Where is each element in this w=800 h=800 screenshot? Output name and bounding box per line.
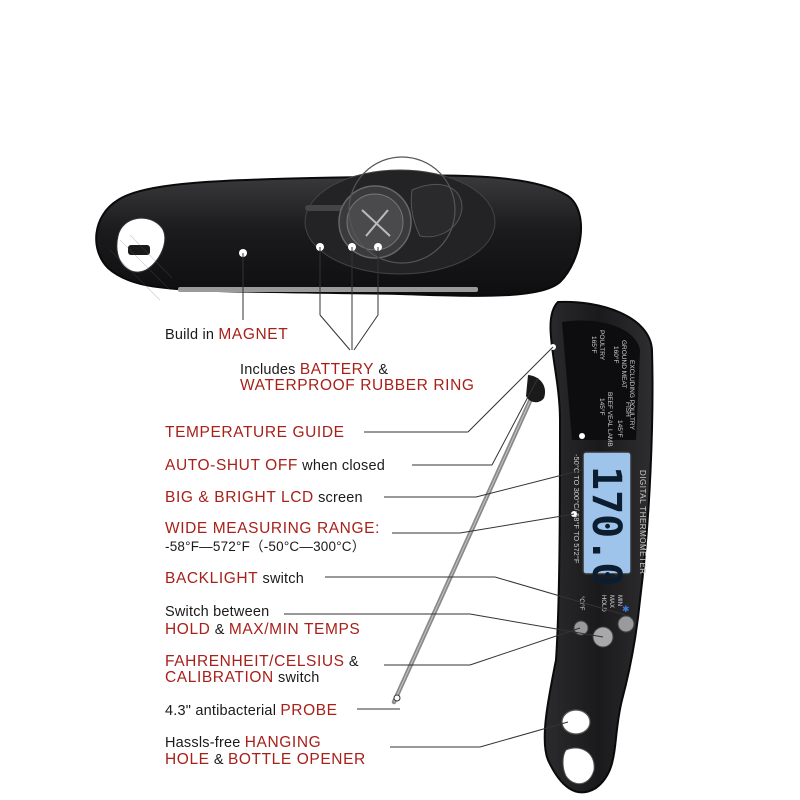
guide-temp: 160°F: [612, 346, 620, 363]
callout-lcd-highlight: BIG & BRIGHT LCD: [165, 489, 314, 506]
thermometer-front-view: 170.0 °F DIGITAL THERMOMETER -50°C TO 30…: [543, 300, 654, 794]
backlight-button[interactable]: [617, 615, 635, 633]
callout-calibration-highlight: CALIBRATION: [165, 669, 274, 686]
hanging-hole: [561, 709, 591, 735]
callout-backlight: BACKLIGHT switch: [165, 570, 304, 588]
callout-hole-line1: Hassls-free HANGING: [165, 734, 321, 752]
bottle-opener: [562, 747, 595, 785]
lcd-unit: °F: [603, 566, 616, 579]
callout-backlight-highlight: BACKLIGHT: [165, 570, 259, 587]
callout-temperature-guide-highlight: TEMPERATURE GUIDE: [165, 424, 345, 441]
guide-item: EXCLUDING POULTRY: [628, 360, 635, 430]
callout-battery-amp: &: [374, 362, 389, 378]
callout-rubber-ring: WATERPROOF RUBBER RING: [240, 377, 475, 395]
lcd-screen: [582, 451, 632, 575]
guide-temp: 165°F: [590, 336, 598, 353]
guide-item: BEEF VEAL LAMB: [606, 392, 613, 447]
callout-hold-amp: &: [210, 622, 229, 638]
callout-hold-text: Switch between: [165, 604, 270, 620]
callout-fc-highlight: FAHRENHEIT/CELSIUS: [165, 653, 345, 670]
callout-magnet-text: Build in: [165, 327, 219, 343]
callout-magnet: Build in MAGNET: [165, 326, 288, 344]
callout-hole-text: Hassls-free: [165, 735, 245, 751]
callout-temperature-guide: TEMPERATURE GUIDE: [165, 424, 345, 442]
button-label-max: MAX: [608, 595, 614, 608]
callout-hanging-highlight: HANGING: [244, 734, 322, 751]
guide-item: POULTRY: [598, 330, 605, 361]
callout-fc-amp: &: [344, 654, 359, 670]
callout-hold-highlight: HOLD: [165, 621, 211, 638]
callout-range: WIDE MEASURING RANGE:: [165, 520, 380, 538]
callout-hold-line1: Switch between: [165, 604, 269, 621]
device-name-text: DIGITAL THERMOMETER: [638, 470, 647, 574]
guide-temp: 145°F: [616, 420, 624, 437]
folded-probe: [178, 287, 478, 292]
callout-battery-highlight: BATTERY: [299, 361, 375, 378]
callout-probe-highlight: PROBE: [280, 702, 338, 719]
callout-battery-text: Includes: [240, 362, 300, 378]
callout-hole-amp: &: [209, 752, 228, 768]
callout-hold-line2: HOLD & MAX/MIN TEMPS: [165, 621, 360, 639]
callout-probe: 4.3" antibacterial PROBE: [165, 702, 338, 720]
button-label-unit: °C/°F: [578, 596, 584, 611]
callout-auto-shut-off-highlight: AUTO-SHUT OFF: [165, 457, 298, 474]
callout-fc-line1: FAHRENHEIT/CELSIUS &: [165, 653, 359, 671]
callout-auto-shut-off: AUTO-SHUT OFF when closed: [165, 457, 385, 475]
callout-battery: Includes BATTERY &: [240, 361, 388, 379]
callout-range-values-text: -58°F—572°F（-50°C—300°C）: [165, 539, 366, 554]
detail-circle: [348, 156, 456, 264]
device-range-text: -50°C TO 300°C/-58°F TO 572°F: [572, 454, 581, 564]
callout-range-highlight: WIDE MEASURING RANGE:: [165, 520, 380, 537]
callout-hole-highlight: HOLE: [165, 751, 210, 768]
callout-calibration-text: switch: [273, 670, 320, 686]
callout-lcd: BIG & BRIGHT LCD screen: [165, 489, 363, 507]
bluetooth-icon: ✱: [622, 604, 630, 614]
guide-item: GROUND MEAT: [620, 340, 627, 388]
unit-button[interactable]: [573, 620, 589, 636]
callout-hole-line2: HOLE & BOTTLE OPENER: [165, 751, 366, 769]
callout-opener-highlight: BOTTLE OPENER: [227, 751, 366, 768]
callout-backlight-text: switch: [258, 571, 304, 587]
callout-lines-front: [284, 346, 626, 748]
button-label-hold: HOLD: [600, 595, 606, 612]
guide-temp: 145°F: [598, 398, 606, 415]
lcd-reading: 170.0: [583, 466, 629, 586]
callout-range-values: -58°F—572°F（-50°C—300°C）: [165, 538, 365, 555]
thermometer-back-view: [95, 156, 582, 301]
callout-rubber-ring-highlight: WATERPROOF RUBBER RING: [240, 377, 475, 394]
callout-maxmin-highlight: MAX/MIN TEMPS: [228, 621, 361, 638]
button-label-min: MIN: [616, 595, 622, 606]
callout-lines-top: [242, 247, 379, 351]
temperature-guide-panel: POULTRY 165°F GROUND MEAT 160°F EXCLUDIN…: [590, 330, 635, 447]
callout-auto-shut-off-text: when closed: [297, 458, 385, 474]
callout-magnet-highlight: MAGNET: [218, 326, 289, 343]
callout-fc-line2: CALIBRATION switch: [165, 669, 320, 687]
guide-item: FISH: [624, 402, 631, 417]
callout-probe-text: 4.3" antibacterial: [165, 703, 281, 719]
temperature-probe: [391, 375, 546, 705]
callout-lcd-text: screen: [313, 490, 363, 506]
